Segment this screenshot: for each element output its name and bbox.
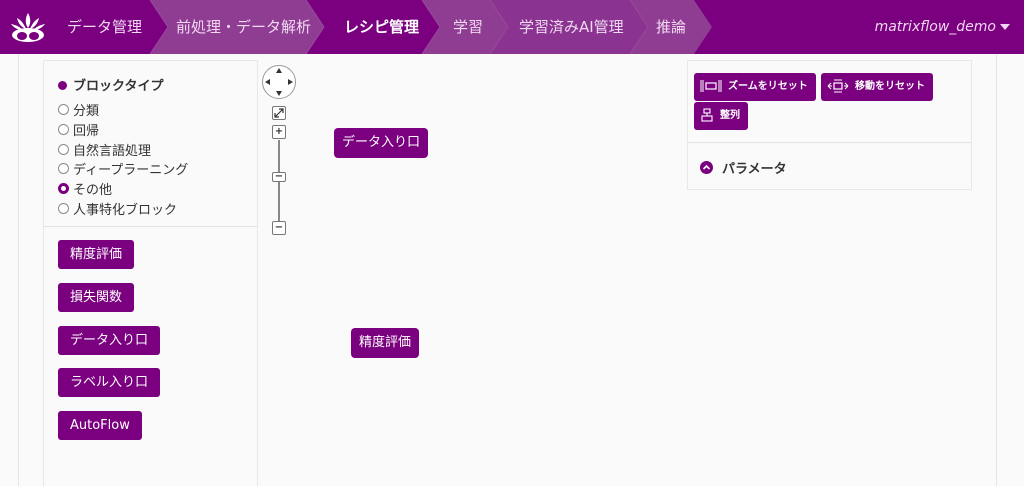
reset-move-label: 移動をリセット — [855, 81, 925, 92]
pan-arrows-icon — [265, 68, 293, 96]
recipe-canvas[interactable]: + − − データ入り口 精度評価 — [259, 60, 687, 486]
arrange-icon — [701, 108, 713, 122]
radio-label: 回帰 — [73, 124, 100, 140]
arrange-button[interactable]: 整列 — [694, 102, 748, 130]
radio-label: 人事特化ブロック — [73, 202, 178, 218]
block-label-input[interactable]: ラベル入り口 — [58, 368, 161, 397]
fit-view-button[interactable] — [272, 106, 286, 120]
breadcrumb-backgrounds — [149, 0, 712, 54]
block-autoflow[interactable]: AutoFlow — [58, 411, 142, 440]
block-type-heading: ブロックタイプ — [58, 75, 163, 94]
bullet-icon — [58, 81, 67, 90]
right-panel: ズームをリセット 移動をリセット 整列 パラメータ — [687, 60, 972, 190]
canvas-node-accuracy-eval[interactable]: 精度評価 — [351, 328, 420, 358]
username: matrixflow_demo — [874, 19, 996, 35]
reset-move-button[interactable]: 移動をリセット — [821, 73, 933, 101]
arrange-label: 整列 — [720, 110, 740, 121]
radio-nlp[interactable]: 自然言語処理 — [58, 139, 188, 159]
radio-label: 分類 — [73, 104, 100, 120]
block-type-radio-group: 分類 回帰 自然言語処理 ディープラーニング その他 人事特化ブロック — [58, 100, 188, 218]
radio-classification[interactable]: 分類 — [58, 100, 188, 120]
block-accuracy-eval[interactable]: 精度評価 — [58, 240, 135, 269]
breadcrumb-training[interactable]: 学習 — [453, 18, 484, 36]
radio-other[interactable]: その他 — [58, 179, 188, 199]
block-loss-function[interactable]: 損失関数 — [58, 283, 135, 312]
parameters-toggle[interactable]: パラメータ — [700, 158, 787, 177]
radio-button[interactable] — [58, 202, 69, 214]
radio-regression[interactable]: 回帰 — [58, 120, 188, 140]
pan-control[interactable] — [262, 65, 296, 99]
user-menu[interactable]: matrixflow_demo — [875, 0, 1010, 54]
radio-hr-blocks[interactable]: 人事特化ブロック — [58, 198, 188, 218]
radio-label: 自然言語処理 — [73, 143, 152, 159]
block-data-input[interactable]: データ入り口 — [58, 326, 161, 355]
breadcrumb-trained-ai[interactable]: 学習済みAI管理 — [519, 18, 624, 36]
reset-zoom-label: ズームをリセット — [728, 81, 808, 92]
frame-border-left — [18, 54, 19, 486]
radio-label: ディープラーニング — [73, 163, 189, 179]
radio-button[interactable] — [58, 104, 69, 116]
breadcrumb-recipe-management[interactable]: レシピ管理 — [344, 18, 420, 36]
radio-button-checked[interactable] — [58, 183, 69, 195]
zoom-out-button[interactable]: − — [272, 221, 286, 235]
parameters-label: パラメータ — [722, 162, 787, 177]
chevron-up-icon — [700, 161, 713, 174]
radio-button[interactable] — [58, 124, 69, 136]
frame-border-right — [996, 54, 997, 486]
canvas-node-data-input[interactable]: データ入り口 — [334, 128, 429, 158]
block-sidebar: ブロックタイプ 分類 回帰 自然言語処理 ディープラーニング その他 人事特化ブ… — [43, 60, 258, 486]
expand-icon — [274, 108, 284, 118]
sidebar-divider — [44, 226, 257, 227]
radio-button[interactable] — [58, 143, 69, 155]
block-type-label: ブロックタイプ — [73, 79, 164, 94]
panel-divider — [688, 142, 971, 143]
zoom-in-button[interactable]: + — [272, 125, 286, 139]
breadcrumb-inference[interactable]: 推論 — [656, 18, 687, 36]
reset-zoom-icon — [700, 80, 722, 92]
breadcrumb-preprocessing[interactable]: 前処理・データ解析 — [176, 18, 312, 36]
reset-zoom-button[interactable]: ズームをリセット — [694, 73, 816, 101]
radio-label: その他 — [73, 183, 113, 199]
breadcrumb-data-management[interactable]: データ管理 — [67, 18, 143, 36]
top-navbar: データ管理 前処理・データ解析 レシピ管理 学習 学習済みAI管理 推論 mat… — [0, 0, 1024, 54]
matrixflow-logo-icon[interactable] — [8, 8, 48, 48]
radio-button[interactable] — [58, 163, 69, 175]
reset-move-icon — [827, 79, 849, 93]
radio-deep-learning[interactable]: ディープラーニング — [58, 159, 188, 179]
caret-down-icon — [1000, 24, 1010, 30]
zoom-slider-handle[interactable]: − — [272, 172, 286, 182]
